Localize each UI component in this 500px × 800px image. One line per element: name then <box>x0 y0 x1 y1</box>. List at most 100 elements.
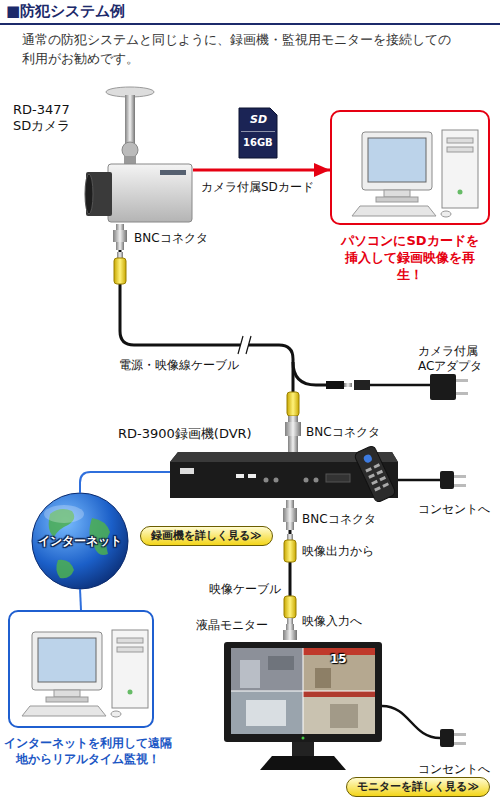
callout-text: インターネットを利用して遠隔地からリアルタイム監視！ <box>4 735 172 767</box>
title-heading: ■防犯システム例 <box>6 2 125 21</box>
intro-caption: 通常の防犯システムと同じように、録画機・監視用モニターを接続しての利用がお勧めで… <box>22 30 458 68</box>
dc-power-branch <box>326 381 344 389</box>
dvr-power-cord <box>398 479 440 482</box>
monitor-illustration <box>315 668 331 688</box>
lcd-monitor: 液晶モニター <box>222 640 384 772</box>
video-input-plug <box>283 596 297 640</box>
video-input-plug <box>286 624 294 630</box>
monitor-illustration <box>303 648 375 691</box>
dvr-recorder: RD-3900録画機(DVR) <box>170 452 398 500</box>
playback-pc <box>352 130 478 217</box>
dvr-illustration <box>304 478 309 483</box>
monitor-illustration <box>224 642 382 742</box>
globe-illustration <box>44 505 84 523</box>
dc-power-branch <box>293 362 326 385</box>
remote-control <box>365 467 372 472</box>
cable-break-mark <box>238 336 251 354</box>
video-output-plug <box>286 500 294 508</box>
cable-label: カメラ付属SDカード <box>200 180 315 194</box>
dvr-illustration <box>274 478 279 483</box>
monitor-power-cord <box>382 706 440 738</box>
monitor-illustration <box>240 660 260 688</box>
cable-connector <box>80 472 170 493</box>
camera-bnc <box>117 252 123 258</box>
dvr-power-cord <box>440 471 454 489</box>
detail-button: 録画機を詳しく見る≫ <box>140 526 273 546</box>
dc-power-branch <box>344 383 352 387</box>
cable-connector <box>80 589 81 610</box>
sd-card <box>241 131 275 132</box>
remote-control <box>354 445 397 503</box>
camera-illustration <box>85 174 93 214</box>
callout-text: パソコンにSDカードを挿入して録画映像を再生！ <box>337 232 483 283</box>
camera-illustration <box>160 170 186 175</box>
dvr-input-plug <box>288 416 298 422</box>
monitor-illustration <box>246 700 286 726</box>
video-output-plug <box>287 534 293 540</box>
cable-break-mark <box>246 336 251 354</box>
cable-label: 電源・映像線ケーブル <box>118 358 240 372</box>
dvr-power-cord <box>398 471 466 489</box>
globe-illustration <box>32 493 128 589</box>
monitor-illustration <box>303 691 375 697</box>
dc-power-branch <box>430 374 456 400</box>
monitor-illustration <box>231 691 303 734</box>
globe-illustration <box>56 560 74 579</box>
dvr-illustration <box>326 474 350 482</box>
dvr-input-plug <box>285 422 301 436</box>
video-input-plug <box>287 618 293 624</box>
model-label: 液晶モニター <box>196 618 268 633</box>
camera-illustration <box>108 164 192 222</box>
channel-number: 15 <box>330 652 347 666</box>
monitor-illustration <box>260 756 346 770</box>
model-label: RD-3477 SDカメラ <box>13 102 79 134</box>
camera-bnc <box>113 224 127 284</box>
cable-connector <box>193 169 330 172</box>
camera-bnc <box>116 242 124 250</box>
camera-bnc <box>113 230 127 242</box>
remote-control <box>354 445 397 503</box>
monitor-illustration <box>268 656 294 670</box>
sd-card <box>239 108 277 158</box>
sd-card <box>239 108 277 158</box>
dvr-power-cord <box>454 484 466 487</box>
monitor-power-cord <box>440 729 454 747</box>
dvr-illustration <box>180 468 194 474</box>
dvr-input-plug <box>287 392 299 416</box>
camera-illustration <box>85 87 192 222</box>
internet-globe: インターネット <box>32 493 128 589</box>
monitor-power-cord <box>382 706 466 747</box>
video-output-plug <box>286 522 294 530</box>
monitor-power-cord <box>454 742 466 745</box>
part-label: BNCコネクタ <box>306 425 380 439</box>
part-label: コンセントへ <box>418 502 490 516</box>
dvr-illustration <box>264 478 269 483</box>
remote-pc <box>22 630 148 717</box>
video-output-plug <box>284 540 296 562</box>
camera-illustration <box>122 142 138 158</box>
playback-pc-box: パソコンにSDカードを挿入して録画映像を再生！ <box>330 110 490 225</box>
button-label: モニターを詳しく見る≫ <box>357 780 479 794</box>
dc-power-branch <box>456 379 468 382</box>
camera-bnc <box>116 224 124 230</box>
part-label: 映像出力から <box>302 544 374 558</box>
part-label: BNCコネクタ <box>302 512 376 526</box>
camera-illustration <box>86 172 112 216</box>
remote-control <box>376 470 383 475</box>
video-input-plug <box>283 630 297 640</box>
remote-control <box>368 474 375 479</box>
dvr-illustration <box>248 474 256 478</box>
detail-button: モニターを詳しく見る≫ <box>346 777 490 797</box>
part-label: 映像入力へ <box>302 614 362 628</box>
monitor-illustration <box>330 704 358 728</box>
dvr-input-plug <box>288 436 298 452</box>
monitor-illustration <box>231 648 303 691</box>
remote-control <box>362 453 373 464</box>
part-label: コンセントへ <box>418 762 490 776</box>
sd-logo: SD <box>250 113 267 126</box>
dvr-illustration <box>314 478 319 483</box>
model-label: RD-3900録画機(DVR) <box>118 426 252 442</box>
monitor-illustration <box>292 742 314 756</box>
video-output-plug <box>283 508 297 522</box>
